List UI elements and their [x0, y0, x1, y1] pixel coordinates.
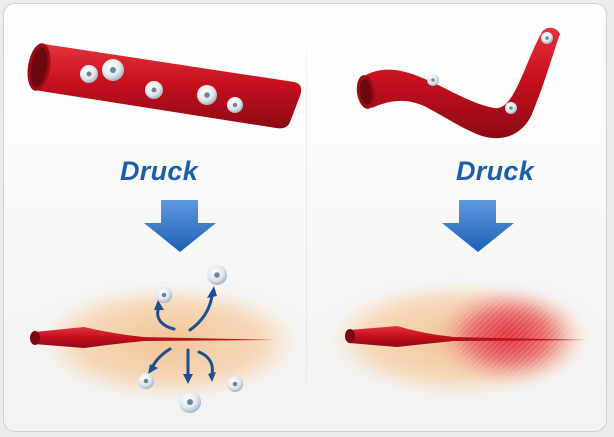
illustration-frame: Druck Druck — [3, 3, 607, 432]
pressure-label-right: Druck — [456, 156, 534, 187]
hemorrhage-icon — [437, 290, 581, 382]
down-arrow-icon — [442, 200, 514, 252]
pressure-label-left: Druck — [120, 156, 198, 187]
straight-vessel — [24, 42, 301, 129]
diagram-canvas — [4, 4, 607, 432]
tortuous-vessel — [355, 28, 560, 138]
down-arrow-icon — [144, 200, 216, 252]
